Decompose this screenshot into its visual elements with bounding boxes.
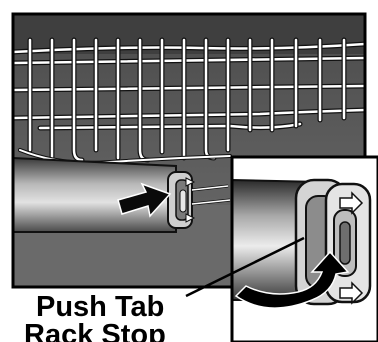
label-rack-stop: Rack Stop bbox=[24, 319, 166, 342]
main-panel bbox=[13, 14, 365, 287]
rack-stop-clip bbox=[167, 171, 231, 229]
direction-arrows-icon bbox=[339, 191, 364, 305]
main-panel-border bbox=[11, 12, 367, 289]
inset-border bbox=[230, 155, 378, 342]
push-arrow-icon bbox=[117, 182, 172, 218]
rotate-arrow-icon bbox=[234, 250, 350, 309]
rack-rail bbox=[13, 156, 177, 233]
inset-panel bbox=[230, 155, 378, 342]
label-push-tab: Push Tab bbox=[36, 291, 164, 323]
leader-line bbox=[185, 236, 305, 298]
wire-rack bbox=[13, 37, 365, 165]
